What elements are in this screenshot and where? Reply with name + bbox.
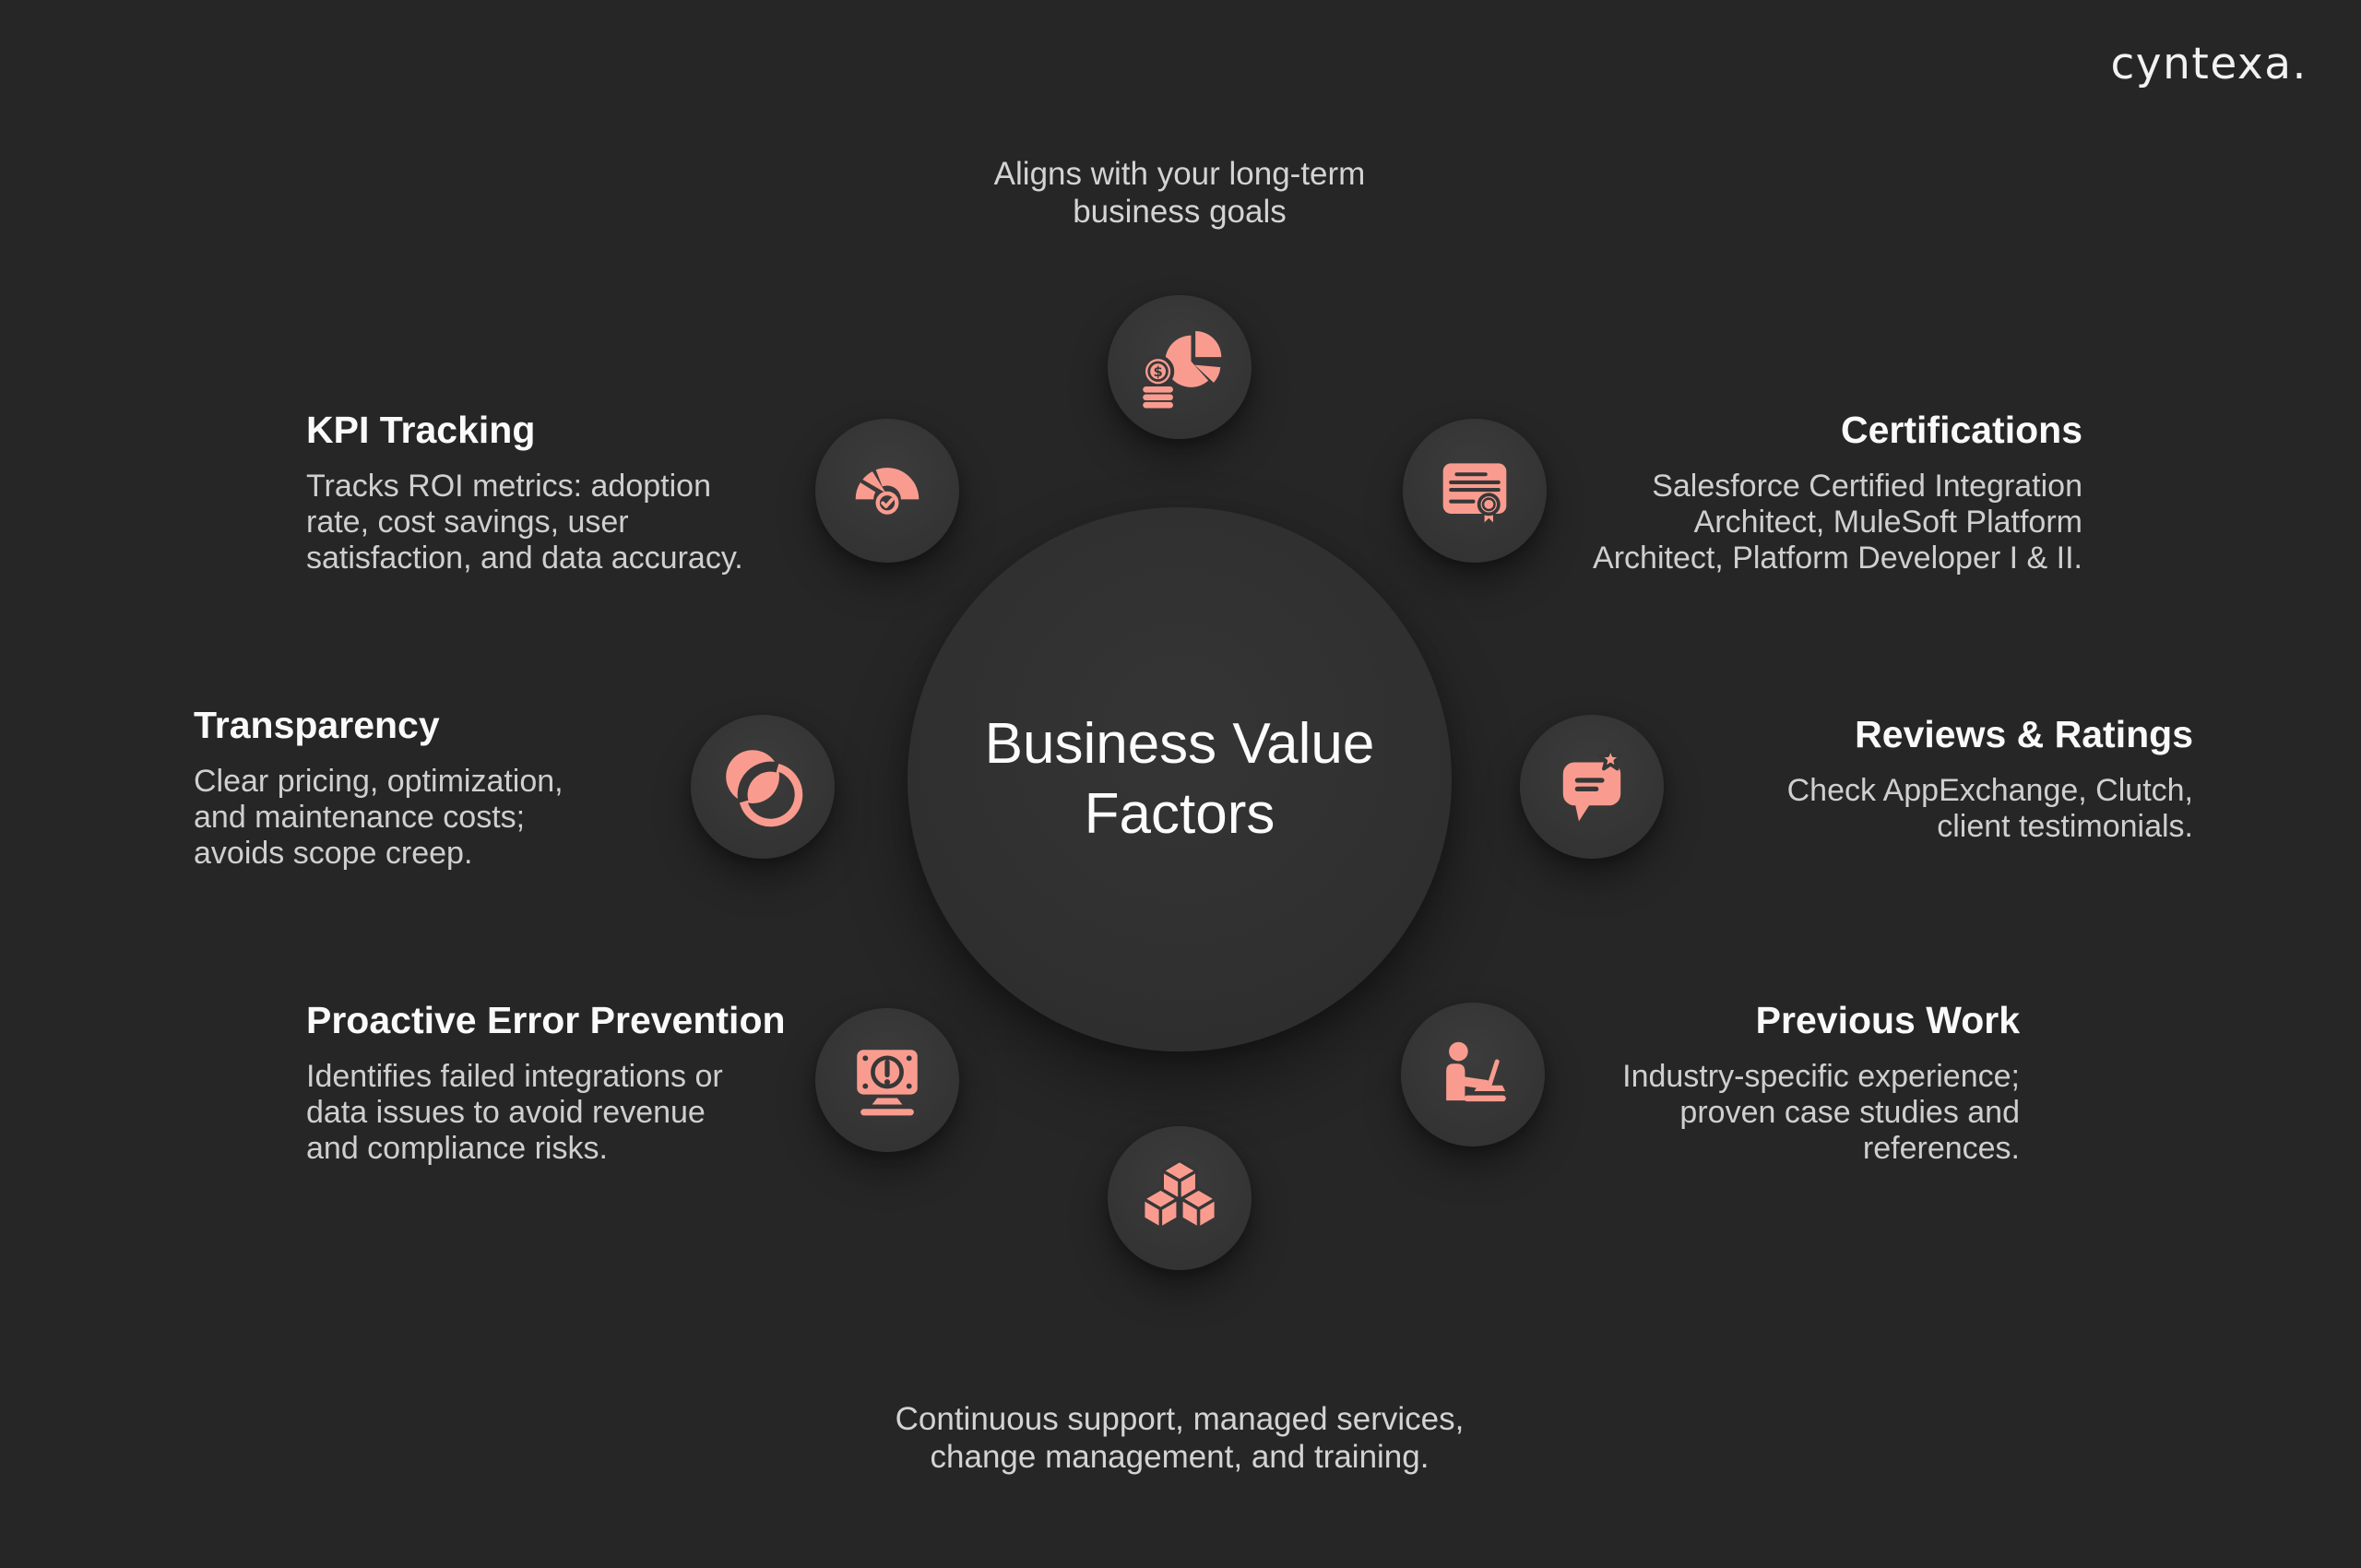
factor-certifications: Certifications Salesforce Certified Inte… [1566,408,2082,576]
cubes-icon [1141,1158,1218,1230]
svg-text:$: $ [1153,364,1162,380]
factor-title: Proactive Error Prevention [306,999,786,1041]
factor-description: Industry-specific experience;proven case… [1622,1059,2020,1166]
factor-error-prevention: Proactive Error Prevention Identifies fa… [306,998,786,1167]
chat-star-icon [1562,746,1624,822]
node-previous-work [1401,1003,1545,1146]
node-kpi-tracking [815,419,959,563]
monitor-alert-icon [857,1050,918,1116]
factor-title: KPI Tracking [306,409,536,451]
factor-description: Check AppExchange, Clutch,client testimo… [1786,773,2193,844]
factor-title: Transparency [194,704,440,746]
caption-bottom: Continuous support, managed services,cha… [895,1401,1465,1475]
factor-kpi-tracking: KPI Tracking Tracks ROI metrics: adoptio… [306,408,767,576]
person-laptop-icon [1446,1041,1506,1102]
factor-title: Previous Work [1755,999,2020,1041]
factor-title: Reviews & Ratings [1855,713,2193,755]
factor-transparency: Transparency Clear pricing, optimization… [194,703,618,872]
gauge-check-icon [855,468,919,515]
node-support-services [1108,1126,1252,1270]
node-transparency [691,715,835,859]
factor-description: Clear pricing, optimization,and maintena… [194,764,564,871]
factor-previous-work: Previous Work Industry-specific experien… [1577,998,2020,1167]
certificate-icon [1442,463,1507,529]
node-reviews-ratings [1520,715,1664,859]
brand-logo: cyntexa. [2110,39,2308,89]
factor-reviews-ratings: Reviews & Ratings Check AppExchange, Clu… [1732,712,2193,845]
factor-title: Certifications [1841,409,2082,451]
pie-chart-money-icon: $ [1141,331,1222,409]
node-certifications [1403,419,1547,563]
node-error-prevention [815,1008,959,1152]
transparency-circles-icon [726,750,803,827]
node-business-goals: $ [1108,295,1252,439]
